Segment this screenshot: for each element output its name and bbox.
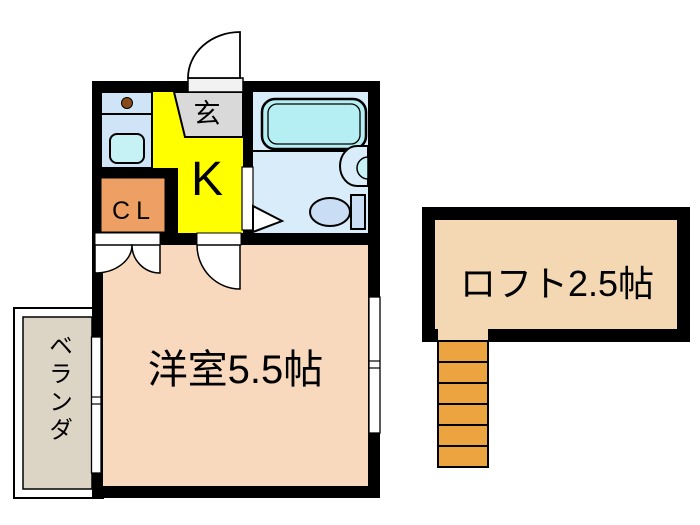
closet-bifold-doors	[94, 232, 161, 274]
toilet-icon	[309, 197, 351, 227]
closet-door-sill	[94, 232, 161, 246]
wash-basin-bowl	[356, 156, 369, 180]
entrance-door-sill	[187, 77, 244, 93]
bathtub-icon	[260, 97, 368, 151]
bathtub-rim	[267, 103, 361, 145]
balcony	[13, 307, 104, 499]
entrance-door-swing-arc	[187, 31, 241, 79]
loft-ladder-icon	[437, 340, 489, 468]
bathroom-door-swing-icon	[252, 204, 285, 234]
loft	[422, 207, 690, 342]
closet-door-right-arc	[131, 244, 161, 274]
entrance-label: 玄	[193, 98, 221, 129]
room-door	[196, 232, 242, 290]
room-door-sill	[196, 232, 242, 246]
toilet-tank	[350, 194, 366, 230]
stove-burner-icon	[121, 97, 133, 109]
closet-floor	[98, 175, 168, 235]
bathroom	[241, 92, 369, 234]
closet-label: CL	[112, 196, 156, 225]
kitchen-counter	[100, 91, 153, 169]
loft-ladder-opening	[438, 329, 488, 341]
kitchen-sink-icon	[109, 133, 145, 164]
entrance-door	[187, 31, 244, 93]
kitchen-label: K	[190, 152, 223, 206]
bathroom-door	[241, 166, 254, 231]
loft-label: ロフト2.5帖	[459, 263, 655, 304]
room-door-swing-arc	[196, 244, 241, 290]
main-room-label: 洋室5.5帖	[147, 348, 324, 392]
window-right	[368, 296, 381, 434]
window-left	[90, 336, 102, 474]
balcony-label: ベランダ	[44, 333, 72, 445]
balcony-floor	[22, 316, 93, 490]
loft-floor	[435, 220, 677, 329]
